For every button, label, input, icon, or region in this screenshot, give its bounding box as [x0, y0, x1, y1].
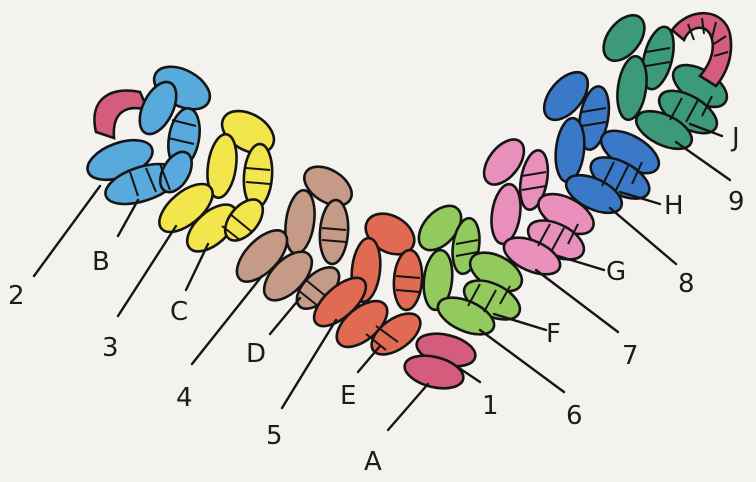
bead-pink-3 — [488, 182, 524, 245]
label-1: 1 — [482, 391, 499, 421]
label-6: 6 — [566, 401, 583, 431]
label-4: 4 — [176, 383, 193, 413]
label-c: C — [170, 297, 188, 327]
label-g: G — [606, 257, 626, 287]
label-b: B — [92, 247, 110, 277]
label-j: J — [730, 123, 740, 153]
bead-red-3 — [392, 249, 424, 311]
label-3: 3 — [102, 333, 119, 363]
label-a: A — [364, 447, 382, 477]
label-9: 9 — [728, 187, 745, 217]
bead-yellow-3 — [242, 143, 274, 209]
bead-brown-3 — [318, 199, 350, 265]
label-d: D — [246, 339, 266, 369]
bead-darkblue-3 — [553, 117, 588, 184]
label-e: E — [340, 381, 356, 411]
label-8: 8 — [678, 269, 695, 299]
label-h: H — [664, 191, 684, 221]
label-2: 2 — [8, 281, 25, 311]
label-7: 7 — [622, 341, 639, 371]
label-5: 5 — [266, 421, 283, 451]
label-f: F — [546, 319, 561, 349]
